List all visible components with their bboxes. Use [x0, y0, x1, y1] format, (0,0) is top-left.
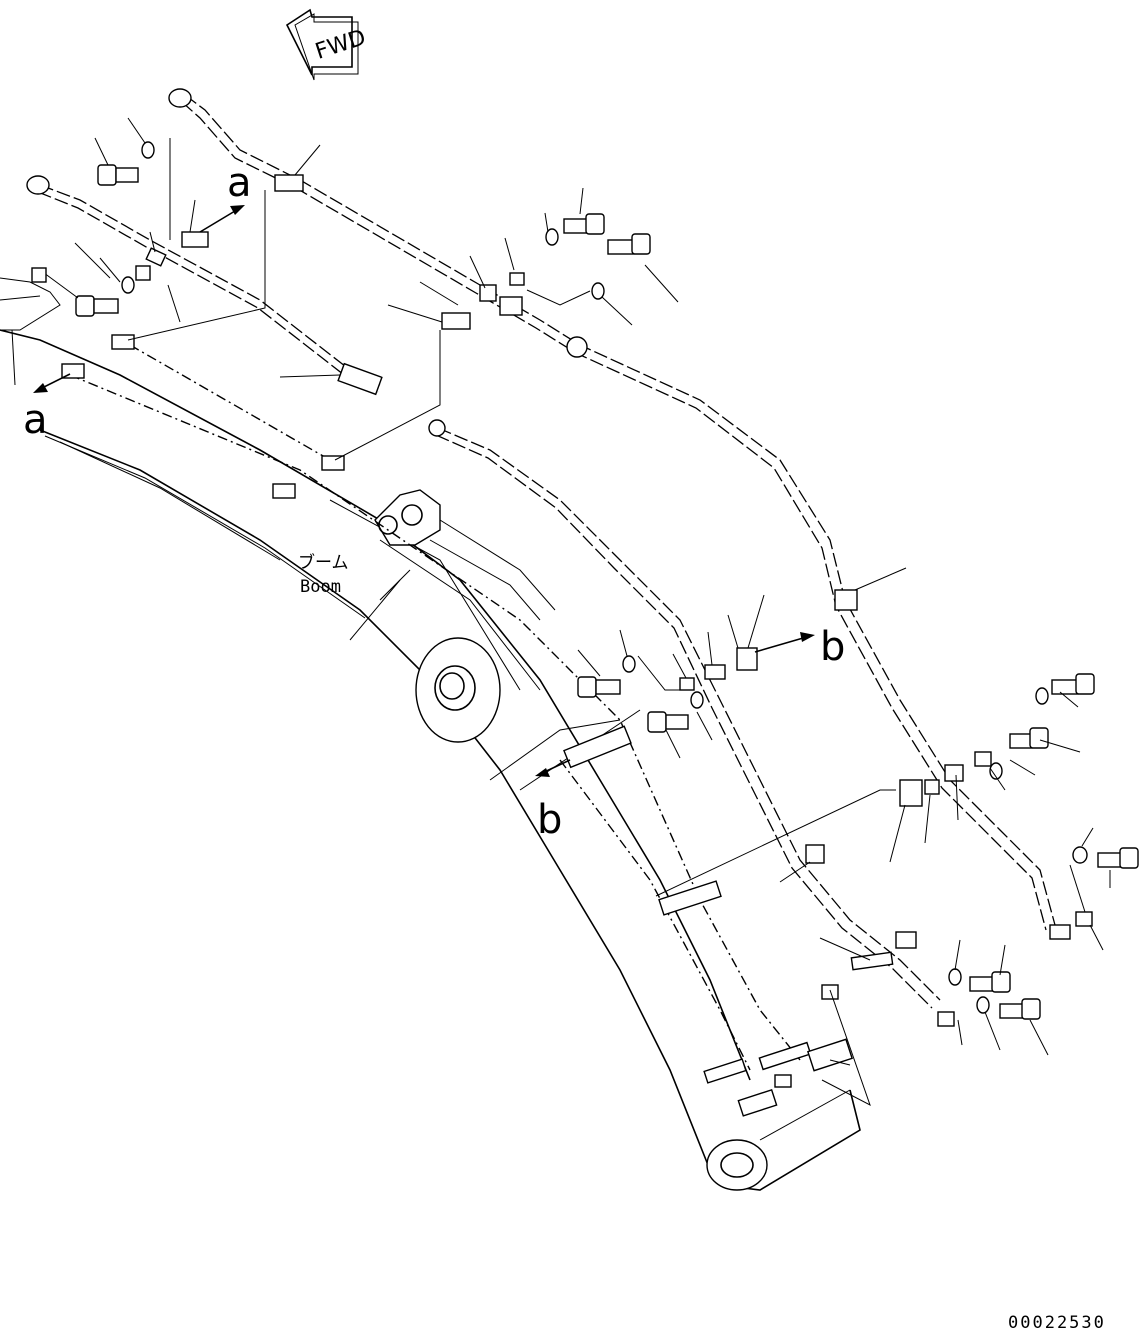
- bolt-11: [999, 998, 1041, 1020]
- clamp-10: [509, 272, 525, 286]
- bolt-10: [969, 971, 1011, 993]
- washer-8: [989, 762, 1003, 780]
- bolt-4: [607, 233, 651, 255]
- clamp-9: [479, 284, 497, 302]
- boom-label-en: Boom: [300, 577, 341, 597]
- clamp-34: [758, 1041, 812, 1071]
- pipe-1: [184, 94, 1056, 926]
- clamp-11: [499, 296, 523, 316]
- clamp-26: [658, 880, 722, 916]
- washer-4: [591, 282, 605, 300]
- clamp-35: [807, 1038, 853, 1072]
- bolt-3: [563, 213, 605, 235]
- bolt-5: [577, 676, 621, 698]
- clamp-32: [1075, 911, 1093, 927]
- clamp-21: [899, 779, 923, 807]
- bolt-8: [1009, 727, 1049, 749]
- boom-foot-pin: [706, 1139, 768, 1191]
- view-letter-a-top: a: [227, 160, 252, 206]
- fwd-arrow: FWD: [285, 8, 369, 81]
- clamp-14: [272, 483, 296, 499]
- view-letter-b-lower: b: [537, 797, 562, 843]
- clamp-12: [566, 336, 588, 358]
- left-edge-part: [0, 267, 61, 386]
- washer-2: [121, 276, 135, 294]
- clamp-30: [937, 1011, 955, 1027]
- clamp-22: [924, 779, 940, 795]
- clamp-20: [563, 725, 632, 769]
- clamp-37: [774, 1074, 792, 1088]
- clamp-18: [704, 664, 726, 680]
- view-arrows: [33, 205, 815, 777]
- clamp-33: [703, 1058, 747, 1084]
- clamp-24: [974, 751, 992, 767]
- elbow-fitting-1: [168, 88, 192, 108]
- clamp-28: [895, 931, 917, 949]
- clamp-13: [321, 455, 345, 471]
- pipe-2: [181, 101, 1047, 931]
- clamp-16: [834, 589, 858, 611]
- clamp-5: [111, 334, 135, 350]
- clamp-3: [145, 247, 167, 267]
- washer-3: [545, 228, 559, 246]
- washer-7: [1035, 687, 1049, 705]
- bolt-7: [1051, 673, 1095, 695]
- washer-5: [622, 655, 636, 673]
- view-letter-a-left: a: [23, 397, 48, 443]
- view-letter-b-right: b: [820, 624, 845, 670]
- clamp-4: [135, 265, 151, 281]
- washer-9: [1072, 846, 1088, 864]
- bolts-and-washers: [75, 141, 1139, 1020]
- clamp-parts: [26, 88, 1093, 1117]
- bolt-2: [75, 295, 119, 317]
- clamp-7: [337, 362, 383, 396]
- washer-1: [141, 141, 155, 159]
- bolt-1: [97, 164, 139, 186]
- pipe-5: [437, 427, 941, 1001]
- cylinder-bracket: [374, 489, 441, 546]
- clamp-15: [428, 419, 446, 437]
- leader-lines: [39, 117, 1111, 1107]
- pipe-6: [435, 434, 933, 1009]
- clamp-8: [441, 312, 471, 330]
- clamp-23: [944, 764, 964, 782]
- clamp-1: [274, 174, 304, 192]
- clamp-2: [181, 231, 209, 248]
- bolt-6: [647, 711, 689, 733]
- clamp-31: [1049, 924, 1071, 940]
- clamp-19: [679, 677, 695, 691]
- washer-6: [690, 691, 704, 709]
- clamp-29: [821, 984, 839, 1000]
- elbow-fitting-2: [26, 175, 50, 195]
- boom-label: ブーム Boom: [298, 552, 349, 597]
- fwd-label: FWD: [312, 25, 369, 65]
- drawing-number: 00022530: [1008, 1313, 1106, 1333]
- clamp-36: [737, 1088, 778, 1117]
- clamp-25: [805, 844, 825, 864]
- boom-body: [0, 329, 861, 1191]
- boom-label-jp: ブーム: [298, 552, 349, 573]
- clamp-17: [736, 647, 758, 671]
- washer-11: [976, 996, 990, 1014]
- bolt-9: [1097, 847, 1139, 869]
- washer-10: [948, 968, 962, 986]
- boom-boss: [415, 637, 501, 743]
